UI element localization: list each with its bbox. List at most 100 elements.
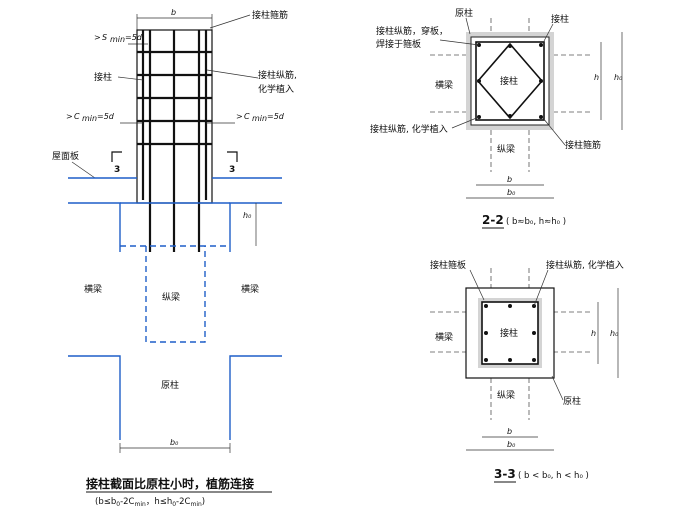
s3-label-column: 接柱	[500, 327, 518, 339]
bar-dot	[539, 43, 543, 47]
s3-label-bars-chem: 接柱纵筋, 化学植入	[546, 259, 624, 271]
bar-dot	[532, 331, 536, 335]
bar-dot	[508, 358, 512, 362]
section-mark-right	[227, 151, 238, 162]
dim-gt: >	[94, 33, 101, 42]
dim-b0-left: b₀	[170, 438, 179, 447]
dim-smin-eq: =5d	[125, 33, 143, 42]
label-column: 接柱	[94, 71, 112, 83]
s3-dim-b0-text: b₀	[507, 440, 516, 449]
hoop-plate	[470, 36, 550, 126]
leader	[439, 39, 480, 46]
label-cross-beam-left: 横梁	[84, 283, 102, 295]
dim-cmin-r-sub: min	[252, 114, 267, 123]
label-cross-beam-right: 横梁	[241, 283, 259, 295]
leader	[551, 375, 564, 401]
s3-title: 3-3	[494, 467, 516, 481]
s2-label-column-top: 接柱	[551, 13, 569, 25]
s2-dim-h0-text: h₀	[614, 73, 623, 82]
bar-dot	[508, 44, 512, 48]
label-stirrup: 接柱箍筋	[252, 9, 288, 21]
s3-label-long-beam: 纵梁	[497, 389, 515, 401]
dim-cmin-l-sub: min	[82, 114, 97, 123]
section-3-3: 接柱 横梁 纵梁 接柱箍板 接柱纵筋, 化学植入 原柱 b b₀ h h₀ 3-…	[430, 259, 624, 483]
leader	[465, 17, 471, 35]
dim-smin: S	[102, 33, 107, 42]
long-beam-top	[490, 18, 530, 33]
stirrup-square	[475, 41, 545, 121]
cross-beam-left	[430, 311, 467, 353]
s2-label-cross-beam: 横梁	[435, 79, 453, 91]
label-long-bars-1: 接柱纵筋,	[258, 69, 297, 81]
label-roof-slab: 屋面板	[52, 150, 79, 162]
s3-label-cross-beam: 横梁	[435, 331, 453, 343]
leader-long-bars	[206, 69, 259, 79]
bar-dot	[539, 79, 543, 83]
s2-title: 2-2	[482, 213, 504, 227]
s3-dim-h0-text: h₀	[610, 329, 619, 338]
bar-dot	[477, 79, 481, 83]
long-beam-bottom	[490, 130, 530, 172]
bar-dot	[532, 358, 536, 362]
dim-h0-left: h₀	[243, 211, 252, 220]
cross-beam-right	[553, 311, 590, 353]
leader	[542, 117, 566, 146]
dim-cmin-l-eq: =5d	[97, 112, 115, 121]
s3-label-orig-column: 原柱	[563, 395, 581, 407]
bar-dot	[484, 331, 488, 335]
section-mark-left-num: 3	[114, 165, 120, 175]
label-long-beam: 纵梁	[162, 291, 180, 303]
section-mark-right-num: 3	[229, 165, 235, 175]
cross-beam-right	[553, 54, 590, 113]
s2-label-bars-1: 接柱纵筋，穿板，	[376, 25, 448, 37]
s3-label-hoop-plate: 接柱箍板	[430, 259, 466, 271]
leader	[469, 269, 485, 301]
bar-dot	[484, 304, 488, 308]
left-title: 接柱截面比原柱小时，植筋连接	[86, 476, 254, 491]
dim-cmin-r: C	[244, 112, 250, 121]
s2-dim-b0-text: b₀	[507, 188, 516, 197]
leader-column	[117, 76, 144, 81]
leader	[451, 116, 480, 129]
label-orig-column: 原柱	[161, 379, 179, 391]
s2-dim-h-text: h	[594, 73, 599, 82]
cross-beam-left	[430, 54, 467, 113]
label-long-bars-2: 化学植入	[258, 83, 294, 95]
s2-label-long-beam: 纵梁	[497, 143, 515, 155]
left-subtitle: (b≤b0-2Cmin，h≤h0-2Cmin)	[95, 497, 205, 508]
s3-subtitle: ( b < b₀, h < h₀ )	[518, 471, 589, 481]
dim-cmin-l: C	[74, 112, 80, 121]
s2-label-column: 接柱	[500, 75, 518, 87]
s2-label-bars-2: 焊接于箍板	[376, 38, 421, 50]
leader-roof-slab	[71, 161, 96, 179]
dim-b-top: b	[171, 8, 176, 17]
s3-dim-b-text: b	[507, 427, 512, 436]
left-elevation: b > S min =5d 接柱箍筋 接柱纵筋, 化学植入 接柱	[52, 8, 297, 508]
s2-label-orig-column: 原柱	[455, 7, 473, 19]
leader-stirrup	[209, 14, 251, 29]
dim-cmin-r-eq: =5d	[267, 112, 285, 121]
dim-gt-l: >	[66, 112, 73, 121]
leader	[542, 23, 554, 44]
bar-dot	[539, 115, 543, 119]
bar-dot	[508, 304, 512, 308]
s2-subtitle: ( b≈b₀, h≈h₀ )	[506, 217, 566, 227]
bar-dot	[484, 358, 488, 362]
longitudinal-beam-dashed	[145, 246, 206, 343]
s2-label-stirrup: 接柱箍筋	[565, 139, 601, 151]
stirrup-square	[481, 301, 539, 365]
section-mark-left	[111, 151, 122, 162]
s3-dim-h-text: h	[591, 329, 596, 338]
s2-label-bars-chem: 接柱纵筋, 化学植入	[370, 123, 448, 135]
section-2-2: 接柱 横梁 纵梁 原柱 接柱 接柱纵筋，穿板， 焊接于箍板 接柱纵筋, 化学植入…	[370, 7, 623, 229]
bar-dot	[508, 114, 512, 118]
dim-smin-sub: min	[110, 35, 125, 44]
long-beam-bottom	[490, 378, 530, 420]
dim-gt-r: >	[236, 112, 243, 121]
leader	[533, 269, 549, 307]
s2-dim-b-text: b	[507, 175, 512, 184]
long-beam-top	[490, 268, 530, 288]
beam-outline-lower	[68, 355, 282, 440]
